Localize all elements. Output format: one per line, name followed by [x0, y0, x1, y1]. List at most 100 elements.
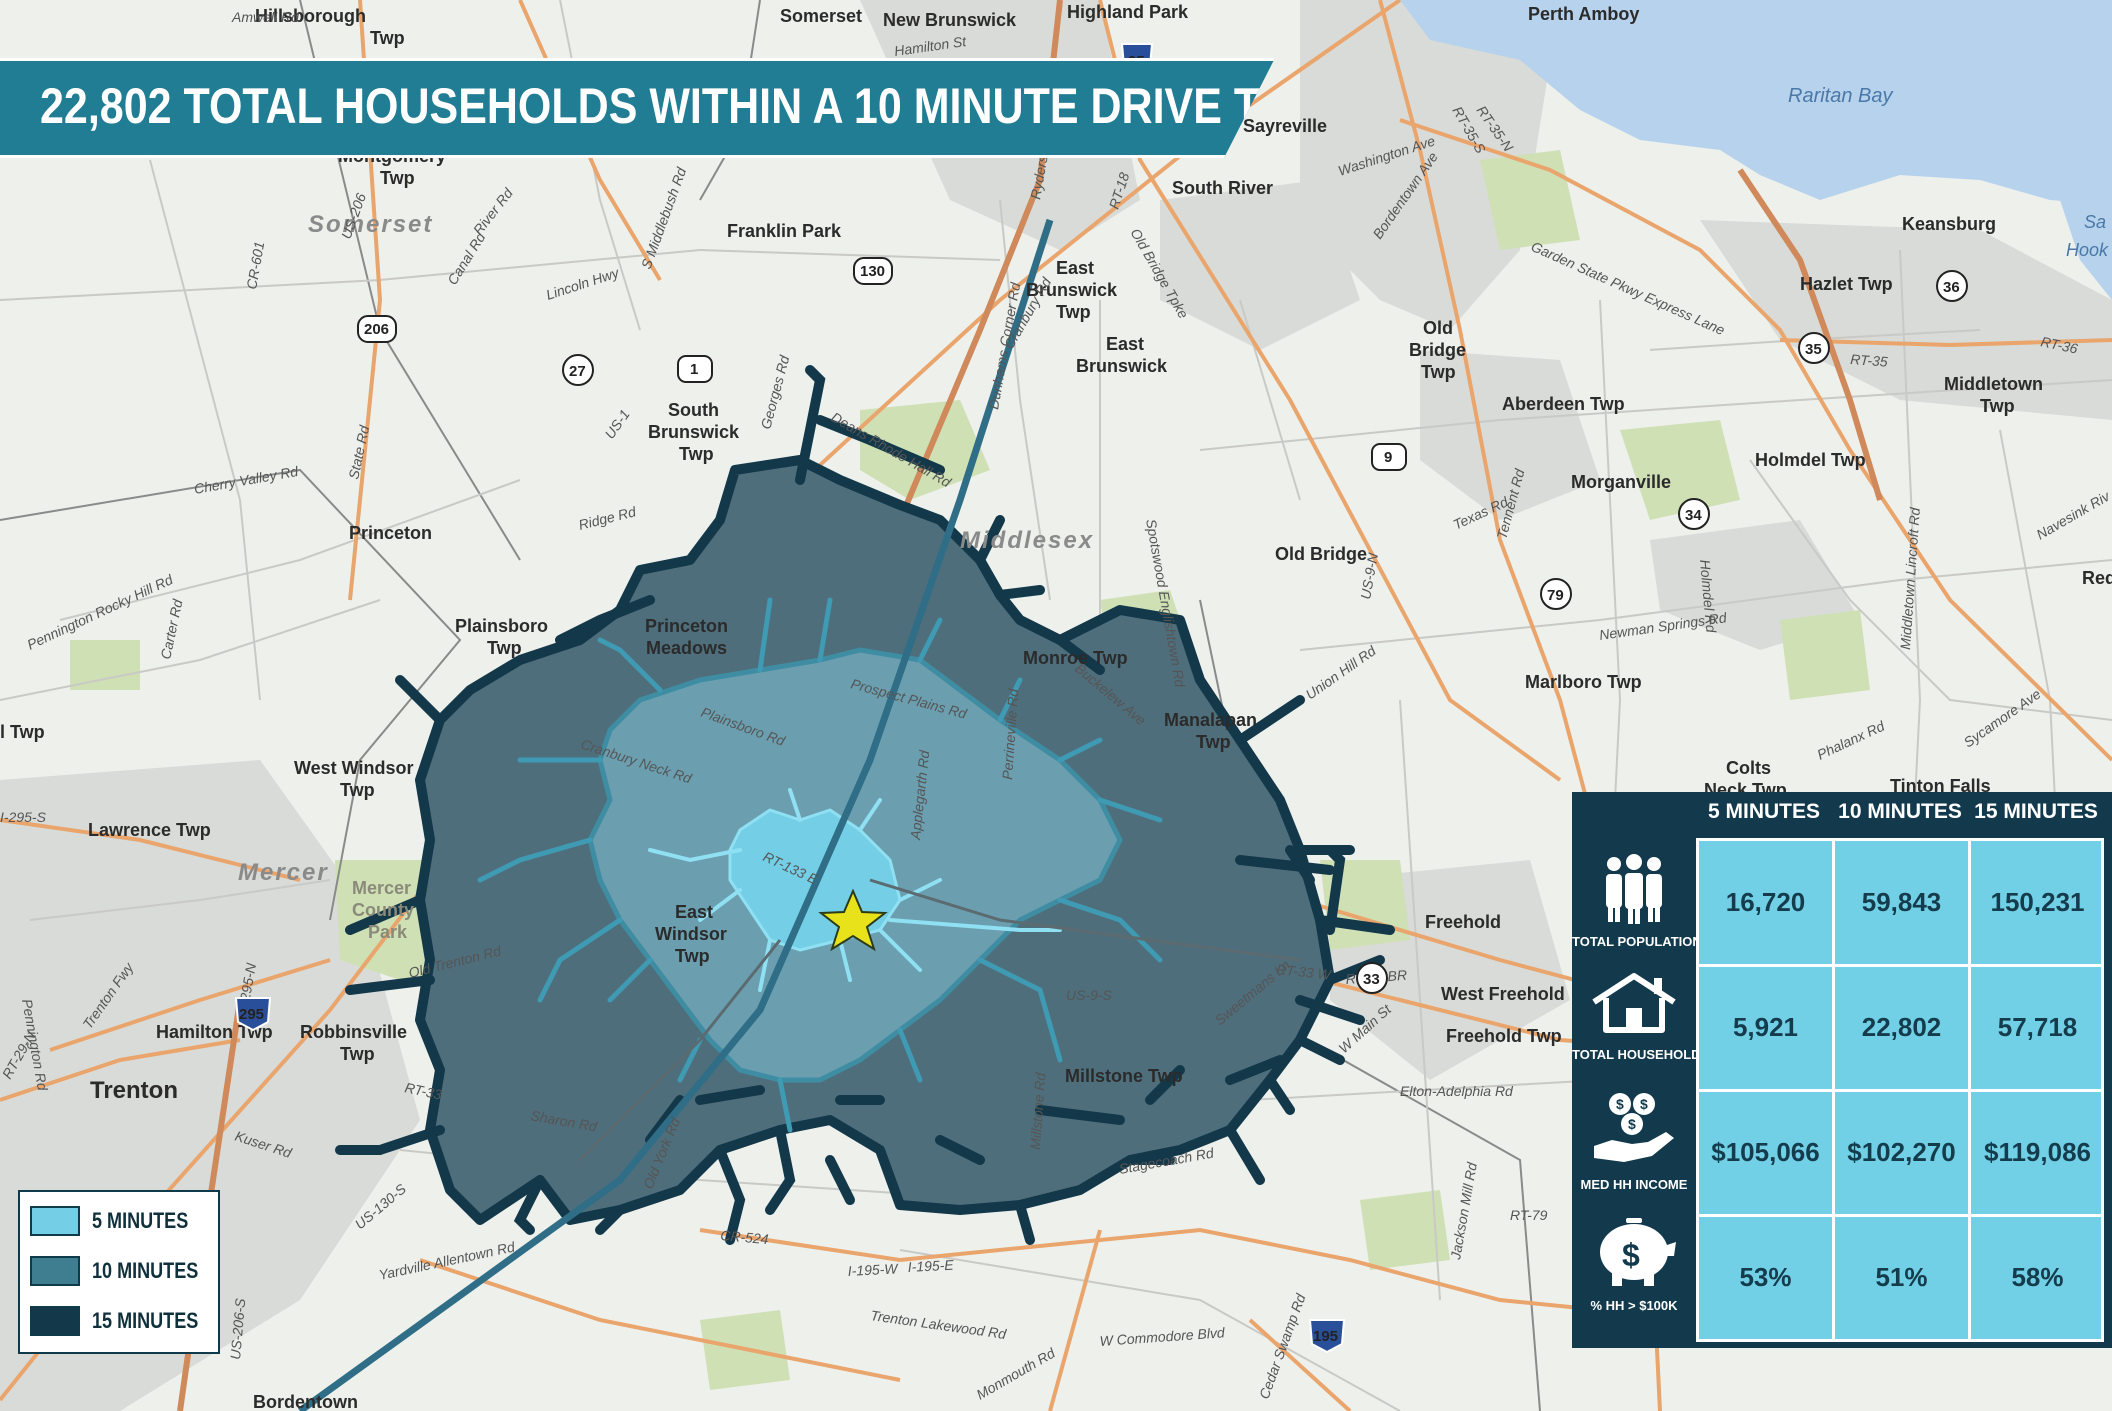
- place-label: Brunswick: [648, 422, 740, 442]
- svg-text:34: 34: [1685, 507, 1702, 524]
- shield-33-icon: 33: [1356, 962, 1388, 994]
- place-label: New Brunswick: [883, 10, 1017, 30]
- place-label: Holmdel Twp: [1755, 450, 1866, 470]
- svg-text:Elton-Adelphia Rd: Elton-Adelphia Rd: [1400, 1083, 1514, 1099]
- place-label: Trenton: [90, 1077, 178, 1104]
- place-label: Twp: [380, 168, 415, 188]
- place-label: Hamilton Twp: [156, 1022, 273, 1042]
- place-label: Sa: [2084, 212, 2106, 232]
- place-label: Franklin Park: [727, 221, 842, 241]
- raritan-bay: [1400, 0, 2112, 205]
- svg-text:79: 79: [1547, 587, 1564, 604]
- place-label: East: [1056, 258, 1094, 278]
- svg-text:35: 35: [1805, 341, 1822, 358]
- svg-text:195: 195: [1313, 1328, 1338, 1345]
- row-label: TOTAL HOUSEHOLDS: [1572, 1047, 1710, 1062]
- svg-text:RT-33: RT-33: [403, 1079, 443, 1102]
- place-label: Twp: [1980, 396, 2015, 416]
- grid-divider: [1699, 1089, 2101, 1092]
- svg-text:33: 33: [1363, 971, 1380, 988]
- place-label: Meadows: [646, 638, 727, 658]
- place-label: Plainsboro: [455, 616, 548, 636]
- house-icon: [1592, 973, 1676, 1033]
- row-label: TOTAL POPULATION: [1572, 934, 1702, 949]
- table-cell: 57,718: [1997, 1012, 2078, 1042]
- svg-text:1: 1: [690, 361, 698, 378]
- legend-item-15-minutes: 15 MINUTES: [30, 1304, 210, 1338]
- money-hand-icon: $$$: [1594, 1093, 1674, 1162]
- place-label: Twp: [340, 780, 375, 800]
- drive-zone-5-tendrils: [648, 788, 1062, 992]
- place-label: South River: [1172, 178, 1273, 198]
- place-label: Millstone Twp: [1065, 1066, 1183, 1086]
- table-cell: $102,270: [1847, 1137, 1956, 1167]
- svg-text:RT-79: RT-79: [1510, 1207, 1548, 1223]
- place-label: South: [668, 400, 719, 420]
- place-label: Old Bridge: [1275, 544, 1367, 564]
- shield-34-icon: 34: [1678, 498, 1710, 530]
- place-label: Old: [1423, 318, 1453, 338]
- svg-text:Somerset: Somerset: [308, 211, 433, 238]
- svg-text:9: 9: [1384, 449, 1392, 466]
- svg-text:Mercer: Mercer: [238, 859, 329, 886]
- title-banner: 22,802 TOTAL HOUSEHOLDS WITHIN A 10 MINU…: [0, 58, 1275, 158]
- place-label: Brunswick: [1076, 356, 1168, 376]
- place-label: Princeton: [349, 523, 432, 543]
- map-legend: 5 MINUTES 10 MINUTES 15 MINUTES: [18, 1190, 220, 1354]
- shield-195-icon: 195: [1308, 1319, 1346, 1354]
- place-label: Twp: [679, 444, 714, 464]
- place-label: East: [1106, 334, 1144, 354]
- shield-206-icon: 206: [357, 315, 397, 343]
- table-cell: 59,843: [1861, 887, 1942, 917]
- place-label: Perth Amboy: [1528, 4, 1639, 24]
- place-label: Aberdeen Twp: [1502, 394, 1625, 414]
- svg-text:Amwell Rd: Amwell Rd: [231, 9, 300, 25]
- svg-text:Park: Park: [368, 922, 408, 942]
- place-label: Twp: [1196, 732, 1231, 752]
- svg-text:County: County: [352, 900, 414, 920]
- drive-zone-15-tendrils: [335, 365, 1395, 1245]
- place-label: Robbinsville: [300, 1022, 407, 1042]
- place-label: Tinton Falls: [1890, 776, 1991, 796]
- legend-label: 5 MINUTES: [92, 1208, 189, 1233]
- site-star-icon: [818, 888, 888, 952]
- svg-text:36: 36: [1943, 279, 1960, 296]
- water-label: Raritan Bay: [1788, 85, 1893, 107]
- place-label: Bordentown: [253, 1392, 358, 1411]
- place-label: Princeton: [645, 616, 728, 636]
- legend-swatch: [30, 1206, 80, 1236]
- svg-text:130: 130: [860, 263, 885, 280]
- column-header: 10 MINUTES: [1838, 800, 1962, 823]
- table-cell: 51%: [1875, 1262, 1928, 1292]
- svg-text:Millstone Rd: Millstone Rd: [1027, 1071, 1048, 1150]
- row-label: MED HH INCOME: [1580, 1177, 1688, 1192]
- svg-text:US-206-S: US-206-S: [227, 1297, 248, 1360]
- column-header: 15 MINUTES: [1974, 800, 2098, 823]
- svg-text:RT-36: RT-36: [2039, 333, 2079, 356]
- place-label: Red: [2082, 568, 2112, 588]
- place-label: Hook: [2066, 240, 2109, 260]
- shield-295-icon: 295: [234, 997, 272, 1032]
- table-cell: 53%: [1739, 1262, 1792, 1292]
- roads-in-zone: [578, 878, 1301, 1162]
- shield-9-icon: 9: [1371, 443, 1407, 471]
- place-label: Freehold: [1425, 912, 1501, 932]
- place-label: Twp: [1056, 302, 1091, 322]
- svg-text:$: $: [1622, 1237, 1640, 1273]
- shield-27-icon: 27: [562, 354, 594, 386]
- svg-text:I-195-W: I-195-W: [847, 1260, 899, 1279]
- table-cell: 150,231: [1990, 887, 2085, 917]
- place-label: Highland Park: [1067, 2, 1189, 22]
- place-label: l Twp: [0, 722, 45, 742]
- place-label: Sayreville: [1243, 116, 1327, 136]
- page-title: 22,802 TOTAL HOUSEHOLDS WITHIN A 10 MINU…: [40, 78, 1337, 134]
- place-label: Keansburg: [1902, 214, 1996, 234]
- legend-label: 15 MINUTES: [92, 1308, 199, 1333]
- table-cell: 5,921: [1732, 1012, 1799, 1042]
- legend-item-10-minutes: 10 MINUTES: [30, 1254, 210, 1288]
- svg-text:295: 295: [239, 1006, 264, 1023]
- shield-35-icon: 35: [1798, 332, 1830, 364]
- place-label: Manalapan: [1164, 710, 1257, 730]
